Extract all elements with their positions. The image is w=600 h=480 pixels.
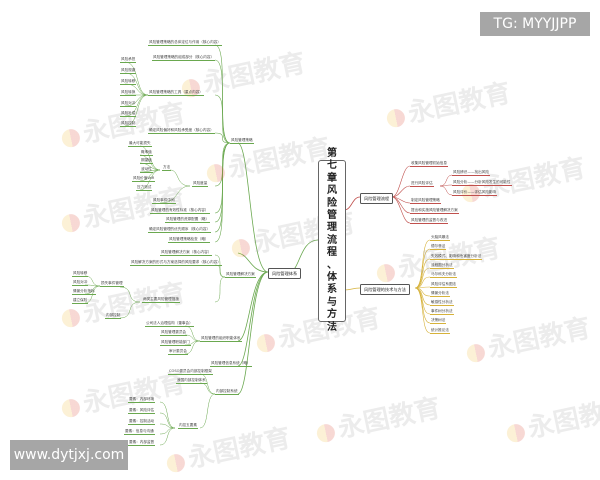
strategy-item[interactable]: 风险管理策略检查（略）: [168, 237, 210, 243]
org-item[interactable]: 审计委员会: [168, 349, 188, 355]
solution-item[interactable]: 两类主要风险管理措施: [142, 297, 180, 303]
solution-sub[interactable]: 风险转移: [72, 271, 89, 277]
method-item[interactable]: 风险评估系图法: [430, 282, 458, 288]
solution-node[interactable]: 风险管理解决方案: [225, 272, 256, 278]
method-item[interactable]: 情景分析法: [430, 291, 450, 297]
control-element[interactable]: 要素：内部环境: [128, 397, 156, 403]
bottom-left-badge: www.dytjxj.com: [10, 440, 128, 470]
process-item[interactable]: 风险管理的监督与改进: [410, 218, 448, 224]
control-element[interactable]: 要素：内部监督: [128, 440, 156, 446]
org-item[interactable]: 风险管理职能部门: [160, 340, 191, 346]
branch-risk-process[interactable]: 风险管理流程: [360, 193, 394, 204]
tool-item[interactable]: 风险规避: [120, 68, 137, 74]
tool-item[interactable]: 风险转换: [120, 90, 137, 96]
measure-item[interactable]: 压力测试: [136, 185, 153, 191]
control-elements-node[interactable]: 内控五要素: [178, 423, 198, 429]
org-item[interactable]: 风险管理委员会: [160, 330, 188, 336]
strategy-item[interactable]: 风险度量: [192, 181, 209, 187]
title-char: 方: [327, 309, 337, 321]
branch-risk-system[interactable]: 风险管理体系: [268, 268, 302, 279]
title-char: 险: [327, 197, 337, 209]
assessment-item[interactable]: 风险辨识——找出风险: [452, 170, 490, 176]
method-item[interactable]: 失效模式、影响和危害度分析法: [430, 254, 483, 260]
control-element[interactable]: 要素：风险评估: [128, 408, 156, 414]
org-item[interactable]: 公司法人治理结构（董事会）: [145, 321, 194, 327]
process-item[interactable]: 进行风险评估: [410, 181, 434, 187]
strategy-item[interactable]: 风险管理的有效性标准（核心内容）: [150, 208, 210, 214]
strategy-item[interactable]: 确定风险偏好和风险承受度（核心内容）: [148, 128, 215, 134]
solution-sub[interactable]: 风险对冲: [72, 280, 89, 286]
process-item[interactable]: 提出和实施风险管理解决方案: [410, 208, 459, 214]
top-right-badge: TG: MYYJJPP: [480, 12, 590, 36]
title-char: 理: [327, 222, 337, 234]
solution-sub[interactable]: 情景分析指标: [72, 289, 96, 295]
title-char: 程: [327, 247, 337, 259]
tool-item[interactable]: 风险对冲: [120, 101, 137, 107]
method-item[interactable]: 统计推论法: [430, 328, 450, 334]
title-char: 章: [327, 172, 337, 184]
title-char: 管: [327, 209, 337, 221]
title-char: 与: [327, 296, 337, 308]
central-topic[interactable]: 第 七 章 风 险 管 理 流 程 、 体 系 与 方 法: [318, 148, 346, 333]
measure-item[interactable]: 风险事件中间: [152, 198, 176, 204]
assessment-item[interactable]: 风险评价——评估风险影响: [452, 190, 498, 196]
tool-item[interactable]: 风险控制: [120, 121, 137, 127]
method-item[interactable]: 事件树分析法: [430, 309, 454, 315]
control-item[interactable]: COSO委员会内部控制框架: [168, 369, 213, 375]
title-char: 流: [327, 234, 337, 246]
measure-item[interactable]: 风险价值VaR: [132, 176, 156, 182]
tool-item[interactable]: 风险补偿: [120, 111, 137, 117]
method-item[interactable]: 头脑风暴法: [430, 235, 450, 241]
process-item[interactable]: 收集风险管理初始信息: [410, 161, 448, 167]
strategy-item[interactable]: 风险管理的资源配置（略）: [165, 217, 211, 223]
assessment-item[interactable]: 风险分析——分析风险发生的可能性: [452, 180, 512, 186]
title-char: 、: [327, 259, 337, 271]
strategy-item[interactable]: 风险管理策略的组成部分（核心内容）: [152, 55, 216, 61]
tool-item[interactable]: 风险转移: [120, 79, 137, 85]
process-item[interactable]: 制定风险管理策略: [410, 198, 441, 204]
control-node[interactable]: 内部控制系统: [215, 389, 239, 395]
strategy-node[interactable]: 风险管理策略: [230, 138, 254, 144]
measure-item[interactable]: 波动性: [140, 167, 153, 173]
solution-sub[interactable]: 损失事件管理: [100, 281, 124, 287]
info-node[interactable]: 风险管理信息系统（略）: [210, 361, 252, 367]
tool-item[interactable]: 风险承担: [120, 57, 137, 63]
method-item[interactable]: 马尔科夫分析法: [430, 272, 458, 278]
title-char: 系: [327, 284, 337, 296]
title-char: 第: [327, 147, 337, 159]
solution-item[interactable]: 风险管理解决方案（核心内容）: [160, 250, 213, 256]
title-char: 法: [327, 321, 337, 333]
method-item[interactable]: 流程图分析法: [430, 263, 454, 269]
measure-item[interactable]: 期望值: [140, 158, 153, 164]
title-char: 风: [327, 185, 337, 197]
title-char: 七: [327, 160, 337, 172]
strategy-item[interactable]: 风险管理策略的总体定位与作用（核心内容）: [148, 40, 222, 46]
method-item[interactable]: 决策树法: [430, 318, 447, 324]
org-node[interactable]: 风险管理的组织职能体系: [200, 336, 242, 342]
solution-internal[interactable]: 内部控制: [105, 313, 122, 319]
title-char: 体: [327, 272, 337, 284]
strategy-item[interactable]: 风险管理策略的工具（重点内容）: [148, 90, 204, 96]
strategy-item[interactable]: 确定风险管理的优先顺序（核心内容）: [148, 227, 212, 233]
control-element[interactable]: 要素：信息与沟通: [124, 429, 155, 435]
control-element[interactable]: 要素：控制活动: [128, 419, 156, 425]
solution-item[interactable]: 风险解决方案的形式与方案选择的风险要求（核心内容）: [130, 260, 222, 266]
measure-item[interactable]: 概率值: [140, 150, 153, 156]
solution-sub[interactable]: 建立保险: [72, 298, 89, 304]
measure-label: 方法: [162, 165, 172, 171]
measure-item[interactable]: 最大可能损失: [128, 141, 152, 147]
method-item[interactable]: 德尔菲法: [430, 244, 447, 250]
control-item[interactable]: 我国内部控制体系: [176, 378, 207, 384]
branch-risk-methods[interactable]: 风险管理的技术与方法: [360, 284, 410, 295]
method-item[interactable]: 敏感性分析法: [430, 300, 454, 306]
